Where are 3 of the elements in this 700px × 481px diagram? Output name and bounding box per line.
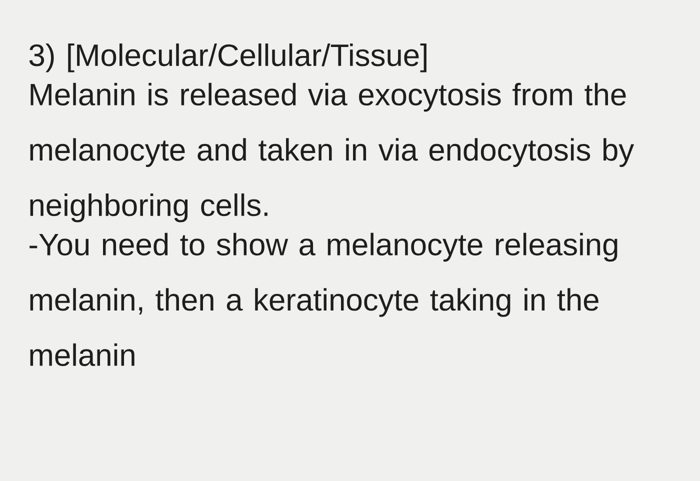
paragraph: -You need to show a melanocyte releasing melanin, then a keratinocyte taking in the melanin [30,232,618,366]
heading: 3) [Molecular/Cellular/Tissue] [29,44,426,72]
paragraph: Melanin is released via exocytosis from the melanocyte and taken in via endocytosis by neighboring cells. [30,82,634,222]
